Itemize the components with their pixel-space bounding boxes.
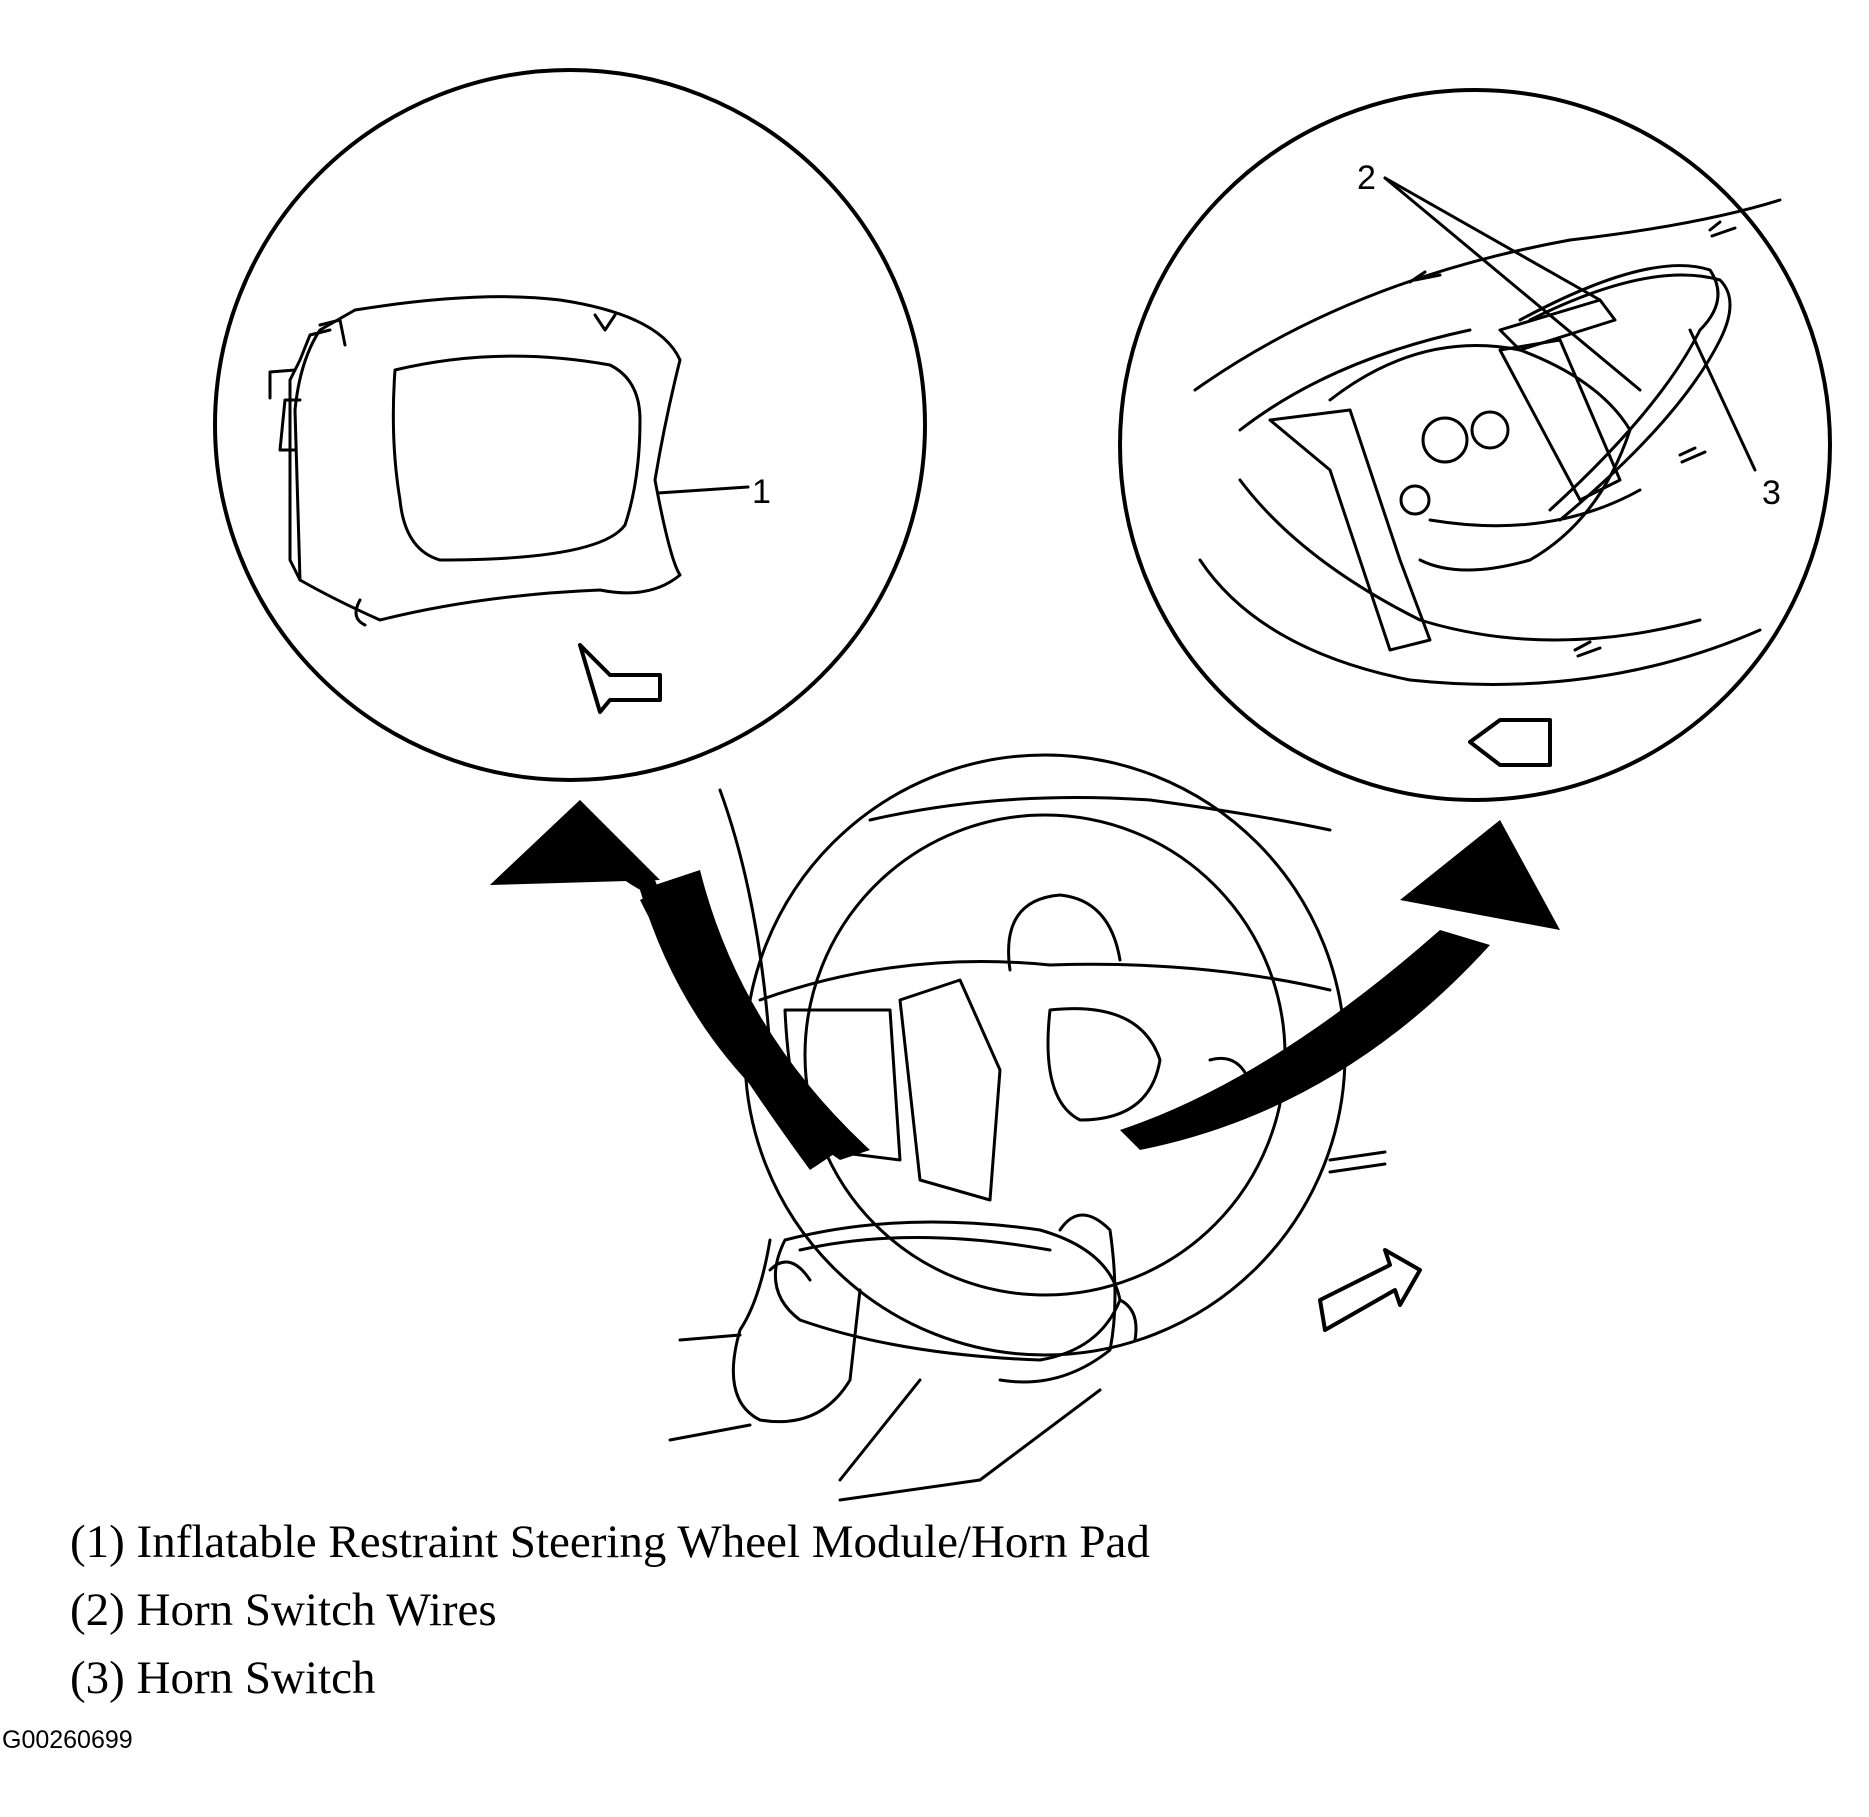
detail-circle-horn-switch: [1118, 88, 1832, 802]
parts-legend: (1) Inflatable Restraint Steering Wheel …: [70, 1508, 1150, 1712]
legend-item-1: (1) Inflatable Restraint Steering Wheel …: [70, 1516, 1150, 1568]
steering-wheel-assembly: [668, 753, 1422, 1502]
curved-arrow-right: [1120, 820, 1560, 1150]
curved-arrow-left: [490, 800, 870, 1170]
callout-3-number: 3: [1762, 474, 1781, 512]
legend-item-2: (2) Horn Switch Wires: [70, 1584, 497, 1636]
figure-id: G00260699: [2, 1726, 133, 1754]
detail-circle-horn-pad: [213, 68, 927, 782]
callout-2-number: 2: [1357, 159, 1376, 197]
callout-1: 1: [656, 473, 771, 511]
callout-3: 3: [1688, 328, 1781, 512]
legend-item-3: (3) Horn Switch: [70, 1652, 376, 1704]
callout-2: 2: [1357, 159, 1642, 392]
callout-1-number: 1: [752, 473, 771, 511]
